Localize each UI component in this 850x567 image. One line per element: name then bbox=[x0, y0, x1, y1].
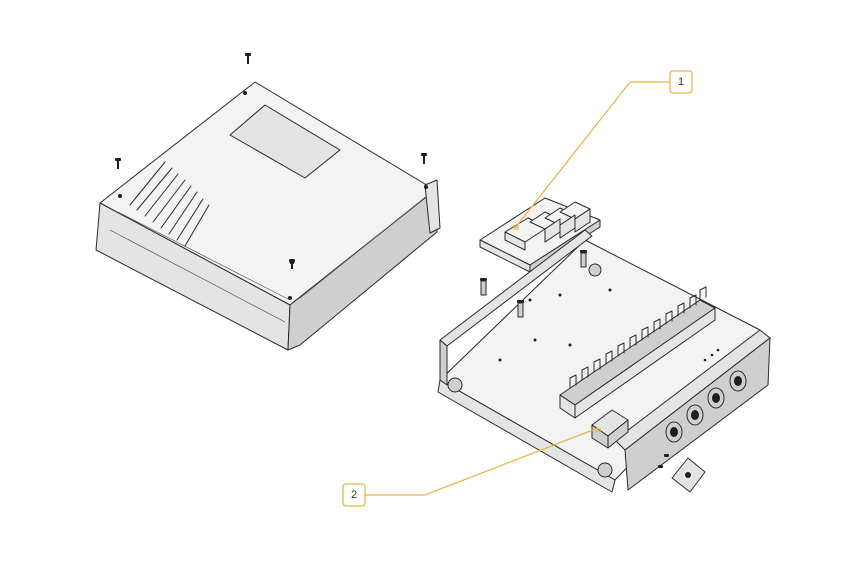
display-window bbox=[229, 104, 341, 179]
standoff-icon bbox=[580, 250, 587, 268]
knob bbox=[658, 454, 706, 493]
enclosure-cover bbox=[95, 81, 441, 351]
fuse-holder bbox=[591, 409, 629, 449]
callout-2-label: 2 bbox=[351, 489, 357, 501]
leader-line-2 bbox=[365, 427, 599, 496]
callout-1-label: 1 bbox=[678, 76, 684, 88]
terminal-pins bbox=[569, 286, 707, 389]
standoff-icon bbox=[517, 300, 524, 318]
screw-icon bbox=[115, 158, 121, 169]
standoffs bbox=[480, 250, 587, 318]
screw-icon bbox=[245, 53, 251, 64]
vent-slots bbox=[129, 161, 210, 247]
cover-screws bbox=[115, 53, 427, 269]
cable-glands bbox=[665, 370, 747, 443]
callout-1: 1 bbox=[669, 70, 693, 94]
leader-line-1 bbox=[514, 81, 670, 229]
screw-icon bbox=[289, 259, 295, 269]
callout-2: 2 bbox=[342, 483, 366, 507]
base-plate bbox=[437, 229, 771, 493]
screw-icon bbox=[658, 454, 669, 468]
screw-icon bbox=[421, 153, 427, 164]
terminal-block bbox=[559, 299, 716, 419]
standoff-icon bbox=[480, 278, 487, 296]
